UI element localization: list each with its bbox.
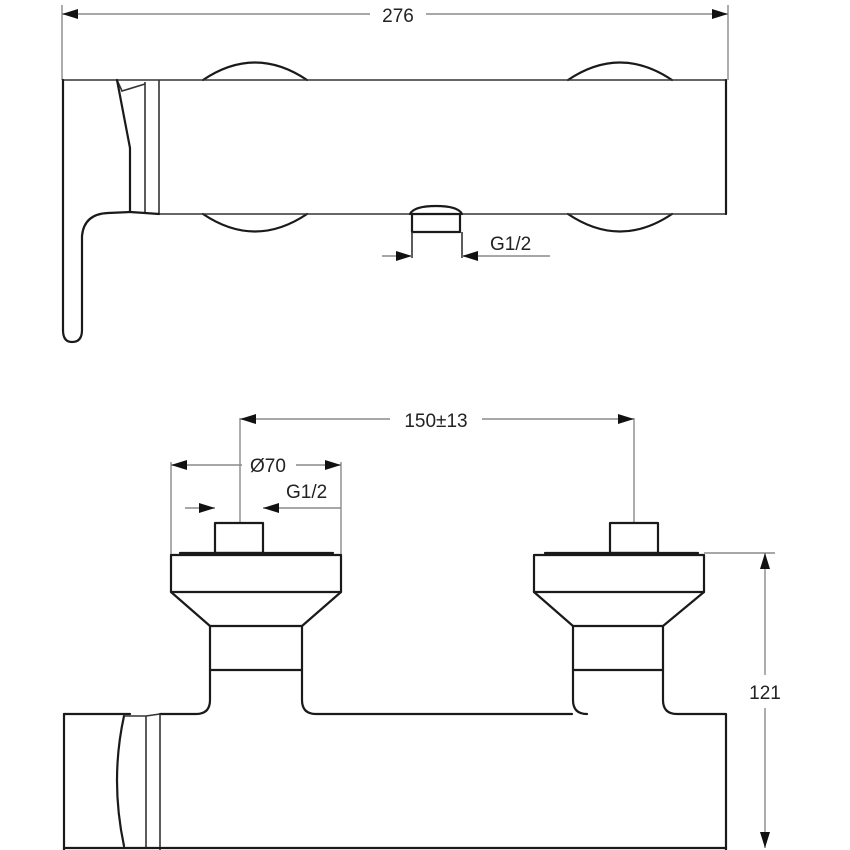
mixer-body-top <box>62 78 728 216</box>
front-view: 150±13 Ø70 G1/2 <box>62 411 781 850</box>
label-flange-diameter: Ø70 <box>250 456 286 477</box>
mixer-body-front <box>62 712 728 850</box>
dimension-inlet-thread: G1/2 <box>185 482 341 513</box>
outlet-top-view: G1/2 <box>382 204 550 261</box>
connector-left-top-arc <box>201 61 309 82</box>
label-inlet-thread: G1/2 <box>286 482 327 503</box>
top-view: 276 G1/2 <box>61 5 729 344</box>
connector-right-top-arc <box>566 61 674 82</box>
lever-handle <box>61 78 132 344</box>
dimension-flange-diameter: Ø70 <box>170 456 342 555</box>
connector-left-front <box>158 521 574 716</box>
dimension-overall-length: 276 <box>61 5 729 80</box>
dimension-center-distance: 150±13 <box>239 411 635 522</box>
connector-right-front <box>532 521 728 850</box>
connector-right-bottom-arc <box>566 212 674 233</box>
connector-left-bottom-arc <box>201 212 309 233</box>
label-center-distance: 150±13 <box>404 411 467 432</box>
label-overall-length: 276 <box>382 6 414 27</box>
dimension-height: 121 <box>704 552 781 848</box>
label-outlet-thread: G1/2 <box>490 234 531 255</box>
label-height: 121 <box>749 683 781 704</box>
